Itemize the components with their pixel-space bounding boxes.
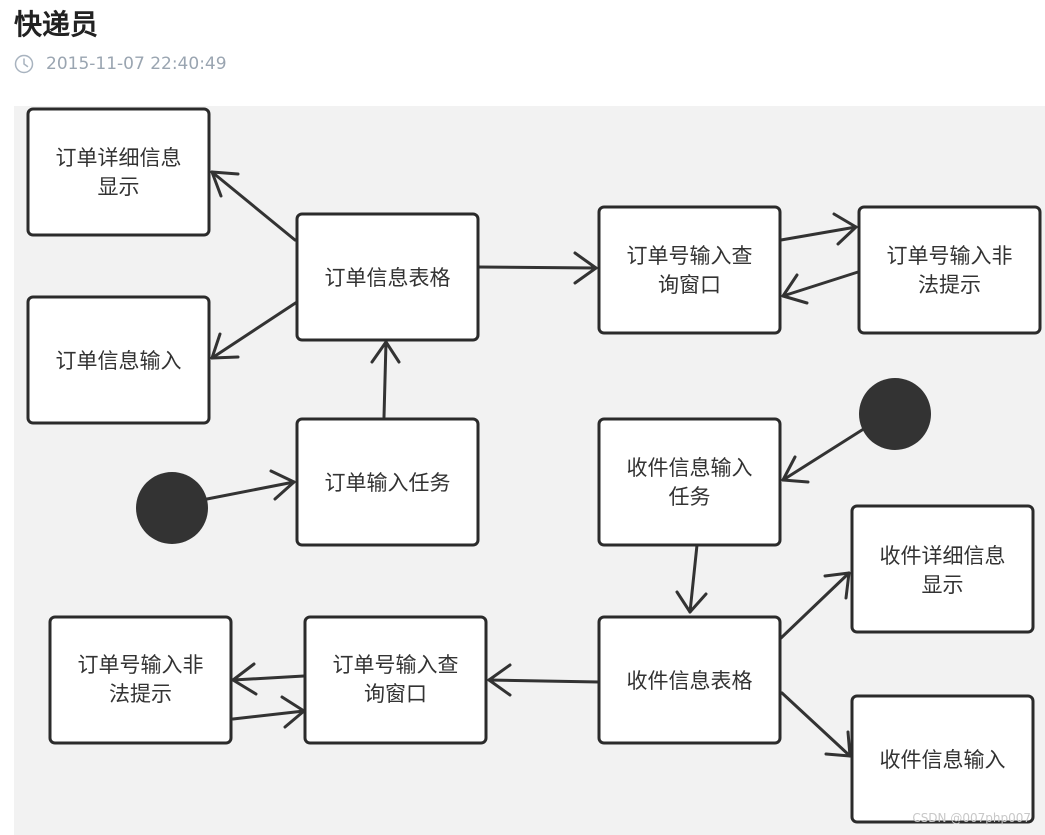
node-label-line: 法提示	[109, 682, 172, 706]
node-label-line: 收件信息表格	[627, 669, 753, 693]
post-timestamp: 2015-11-07 22:40:49	[46, 54, 227, 74]
state-order-info-table: 订单信息表格	[295, 212, 480, 342]
state-order-input-task: 订单输入任务	[295, 417, 480, 547]
watermark: CSDN @007php007	[912, 811, 1031, 825]
clock-icon	[14, 54, 34, 74]
node-label-line: 显示	[922, 573, 964, 597]
edge-receipt-table-to-detail	[779, 571, 851, 640]
node-label-line: 询窗口	[364, 682, 427, 706]
state-order-query-window-top: 订单号输入查 询窗口	[597, 205, 782, 335]
page-title: 快递员	[14, 8, 99, 41]
node-label-line: 订单号输入非	[887, 244, 1013, 268]
node-label-line: 任务	[669, 485, 711, 509]
post-meta: 2015-11-07 22:40:49	[14, 52, 227, 76]
state-receipt-info-input: 收件信息输入	[850, 694, 1035, 824]
state-receipt-info-table: 收件信息表格	[597, 615, 782, 745]
node-label-line: 收件信息输入	[627, 456, 753, 480]
state-receipt-input-task: 收件信息输入 任务	[597, 417, 782, 547]
node-label-line: 订单号输入非	[78, 653, 204, 677]
state-order-invalid-top: 订单号输入非 法提示	[857, 205, 1042, 335]
edge-query-to-invalid	[779, 212, 858, 246]
node-label-line: 显示	[98, 175, 140, 199]
state-order-query-window-bottom: 订单号输入查 询窗口	[303, 615, 488, 745]
node-label-line: 法提示	[918, 273, 981, 297]
edge-query-to-invalid-bottom	[231, 662, 306, 696]
node-label-line: 订单输入任务	[325, 471, 451, 495]
edge-start-to-task	[205, 469, 296, 501]
initial-state-dot	[136, 472, 208, 544]
node-label-line: 收件信息输入	[880, 748, 1006, 772]
edge-task-to-table	[370, 340, 401, 419]
node-label-line: 询窗口	[658, 273, 721, 297]
edge-start2-to-receipt-task	[781, 428, 864, 484]
node-label-line: 订单详细信息	[56, 146, 182, 170]
state-order-invalid-bottom: 订单号输入非 法提示	[48, 615, 233, 745]
state-receipt-detail-display: 收件详细信息 显示	[850, 504, 1035, 634]
edge-receipt-table-to-input	[780, 691, 852, 758]
node-label-line: 订单号输入查	[627, 244, 753, 268]
node-label-line: 订单信息表格	[325, 266, 451, 290]
edge-invalid-to-query	[781, 270, 860, 305]
node-label-line: 订单信息输入	[56, 349, 182, 373]
node-label-line: 收件详细信息	[880, 544, 1006, 568]
state-order-info-input: 订单信息输入	[26, 295, 211, 425]
edge-table-to-query	[476, 251, 598, 285]
edge-receipt-table-to-query	[487, 663, 601, 697]
diagram-edges	[205, 170, 864, 758]
initial-state-dot	[859, 378, 931, 450]
edge-table-to-input	[210, 300, 299, 360]
edge-receipt-task-to-table	[675, 543, 708, 614]
edge-invalid-to-query-bottom	[231, 695, 306, 729]
node-label-line: 订单号输入查	[333, 653, 459, 677]
edge-table-to-detail	[210, 170, 297, 242]
state-order-detail-display: 订单详细信息 显示	[26, 107, 211, 237]
